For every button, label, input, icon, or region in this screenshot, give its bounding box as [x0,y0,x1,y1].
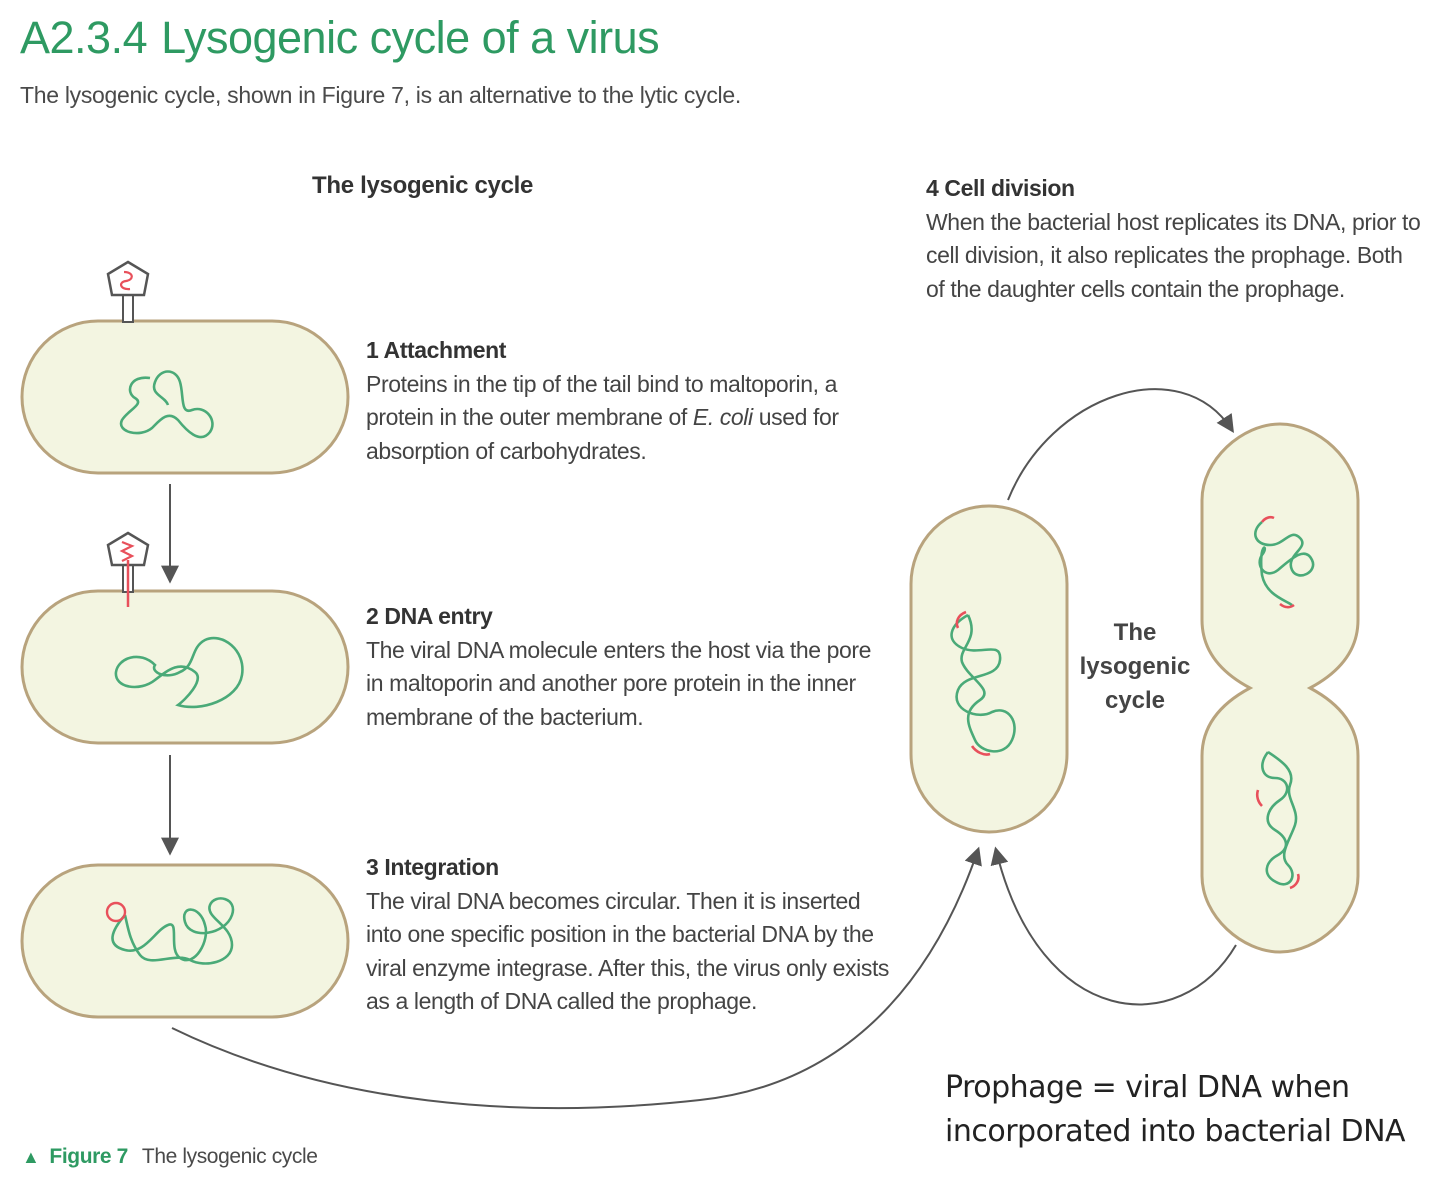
section-title: Lysogenic cycle of a virus [161,12,660,63]
step-text: Proteins in the tip of the tail bind to … [366,370,838,431]
viral-dna-circle [105,901,127,923]
bacterial-dna [114,636,244,709]
center-label-line: The [1113,619,1157,646]
triangle-icon: ▲ [22,1147,40,1167]
cycle-center-label: The lysogenic cycle [1070,616,1200,718]
bacteriophage-attached [106,260,150,323]
step-heading: 4 Cell division [926,175,1075,201]
prophage-note: Prophage = viral DNA when incorporated i… [945,1066,1425,1154]
intro-text: The lysogenic cycle, shown in Figure 7, … [20,82,741,108]
figure-number: Figure 7 [49,1145,128,1168]
step-heading: 3 Integration [366,854,499,880]
cell-elongated [909,504,1069,834]
center-label-line: lysogenic [1079,653,1191,680]
cell-attachment [20,319,350,475]
step-heading: 2 DNA entry [366,603,493,629]
center-label-line: cycle [1104,687,1166,714]
cell-dividing [1200,422,1360,954]
figure-caption: ▲ Figure 7 The lysogenic cycle [22,1145,318,1169]
step-text-italic: E. coli [692,404,753,430]
bacterial-dna [119,370,214,439]
step-attachment: 1 Attachment Proteins in the tip of the … [366,334,906,468]
step-cell-division: 4 Cell division When the bacterial host … [926,172,1426,306]
figure-caption-text: The lysogenic cycle [141,1145,318,1168]
note-line: Prophage = viral DNA when [945,1070,1350,1105]
arrow-integration-to-cycle [171,846,982,1110]
bacterial-dna-lower [1261,750,1298,886]
cell-dna-entry [20,589,350,745]
arrow-elongated-to-dividing [1007,388,1234,501]
bacterial-dna [950,613,1016,753]
bacteriophage-injecting [106,531,150,607]
step-integration: 3 Integration The viral DNA becomes circ… [366,851,896,1019]
step-text: The viral DNA becomes circular. Then it … [366,887,890,1015]
step-text: used for absorption of carbohydrates. [366,404,839,464]
step-dna-entry: 2 DNA entry The viral DNA molecule enter… [366,600,886,734]
note-line: incorporated into bacterial DNA [945,1114,1406,1149]
step-text: When the bacterial host replicates its D… [926,208,1421,302]
step-heading: 1 Attachment [366,337,507,363]
bacterial-dna [111,897,235,965]
step-text: The viral DNA molecule enters the host v… [366,636,872,730]
section-code: A2.3.4 [20,12,148,63]
diagram-heading: The lysogenic cycle [312,172,534,199]
page-title: A2.3.4 Lysogenic cycle of a virus [20,12,660,64]
bacterial-dna-upper [1254,521,1315,607]
cell-integration [20,863,350,1019]
arrow-dividing-to-elongated [990,846,1237,1006]
